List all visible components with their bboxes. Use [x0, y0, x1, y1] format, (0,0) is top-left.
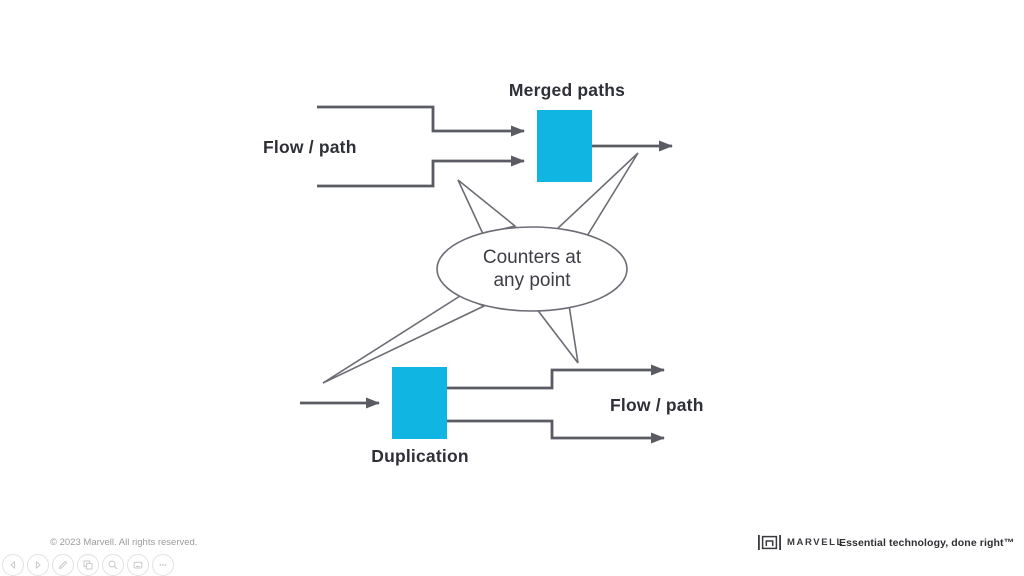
- ellipsis-icon: [159, 564, 167, 566]
- flow-path-right-label: Flow / path: [610, 395, 704, 415]
- previous-slide-button[interactable]: [2, 554, 24, 576]
- edit-pen-button[interactable]: [52, 554, 74, 576]
- pencil-icon: [59, 560, 68, 569]
- copyright-text: © 2023 Marvell. All rights reserved.: [50, 537, 198, 548]
- previous-icon: [10, 561, 16, 569]
- copy-icon: [83, 560, 93, 570]
- merge-input-line-bottom: [317, 155, 525, 188]
- more-options-button[interactable]: [152, 554, 174, 576]
- duplication-label: Duplication: [371, 446, 469, 466]
- callout-bubble: [436, 226, 628, 312]
- merged-paths-node: [537, 110, 592, 182]
- marvell-logo: MARVELL: [757, 534, 844, 551]
- callout-text: Counters at any point: [442, 246, 622, 292]
- viewer-toolbar: [2, 554, 174, 576]
- marvell-logo-icon: [758, 535, 781, 550]
- magnifier-icon: [108, 560, 118, 570]
- brand-name: MARVELL: [787, 537, 844, 548]
- merge-input-line-top: [317, 105, 525, 137]
- flow-path-left-label: Flow / path: [263, 137, 357, 157]
- screen-view-button[interactable]: [127, 554, 149, 576]
- screen-icon: [133, 561, 143, 569]
- zoom-search-button[interactable]: [102, 554, 124, 576]
- next-slide-button[interactable]: [27, 554, 49, 576]
- callout-text-line1: Counters at: [482, 247, 582, 268]
- callout-text-line2: any point: [493, 270, 571, 291]
- next-icon: [35, 561, 41, 569]
- copy-slides-button[interactable]: [77, 554, 99, 576]
- duplication-output-line-bottom: [447, 419, 665, 444]
- merged-paths-label: Merged paths: [508, 80, 626, 100]
- brand-tagline: Essential technology, done right™: [839, 537, 1015, 549]
- duplication-output-line-top: [447, 364, 665, 390]
- callout-tail-lower-right: [534, 304, 579, 364]
- duplication-node: [392, 367, 447, 439]
- callout-tail-upper-left: [457, 179, 517, 235]
